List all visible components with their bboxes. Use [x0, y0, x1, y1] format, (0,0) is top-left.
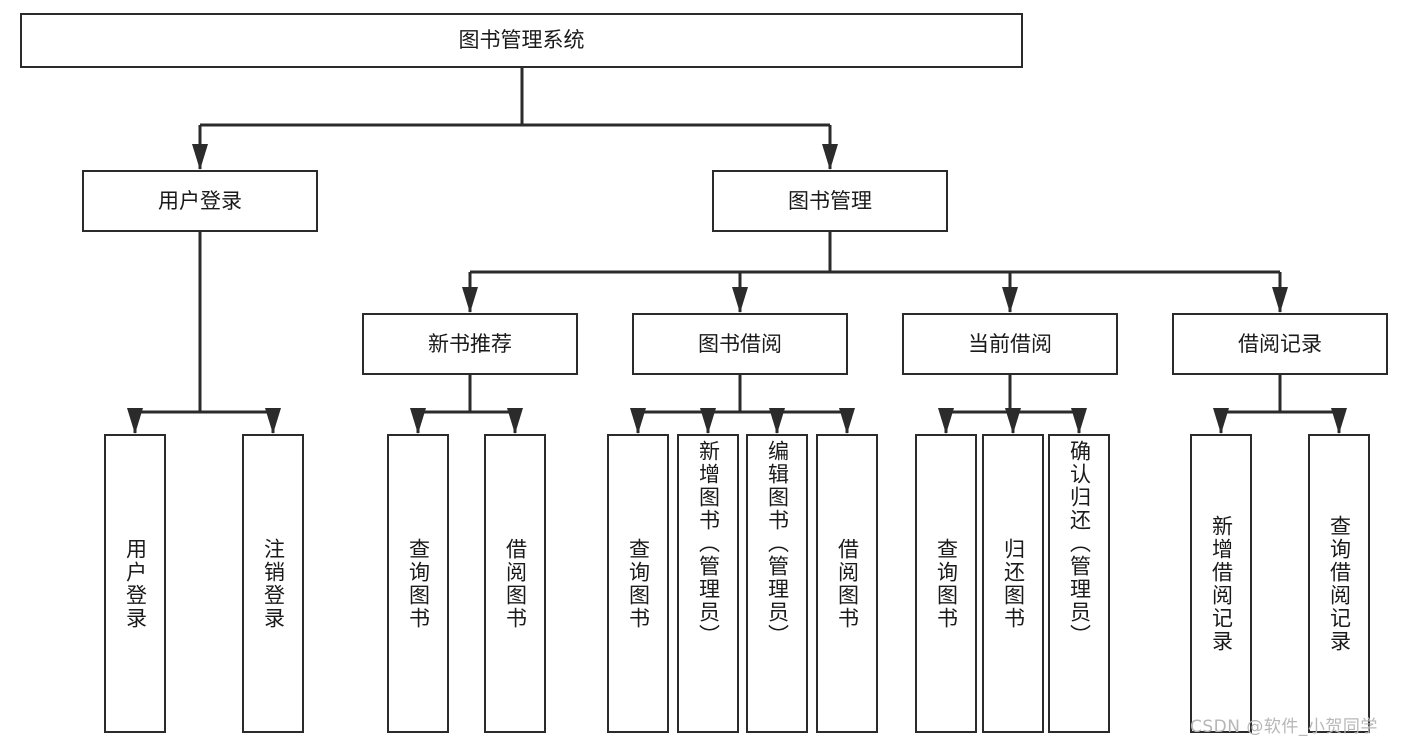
- node-leaf-rec-2: 查询借阅记录: [1308, 434, 1370, 733]
- node-records: 借阅记录: [1172, 313, 1388, 375]
- node-label-leaf-cur-2: 归还图书: [1001, 537, 1026, 630]
- node-label-leaf-login-2: 注销登录: [261, 537, 286, 630]
- arrow-head-icon: [127, 408, 143, 434]
- node-leaf-borrow-1: 查询图书: [607, 434, 669, 733]
- node-leaf-borrow-4: 借阅图书: [816, 434, 878, 733]
- arrow-head-icon: [1272, 287, 1288, 313]
- node-leaf-cur-3: 确认归还（管理员）: [1048, 434, 1110, 733]
- node-newbook: 新书推荐: [362, 313, 578, 375]
- arrow-head-icon: [938, 408, 954, 434]
- arrow-head-icon: [462, 287, 478, 313]
- arrow-head-icon: [630, 408, 646, 434]
- arrow-head-icon: [1002, 287, 1018, 313]
- arrow-head-icon: [1331, 408, 1347, 434]
- arrow-head-icon: [265, 408, 281, 434]
- node-label-leaf-cur-1: 查询图书: [934, 537, 959, 630]
- node-label-login: 用户登录: [158, 188, 242, 213]
- node-leaf-borrow-2: 新增图书（管理员）: [677, 434, 739, 733]
- node-label-leaf-new-1: 查询图书: [406, 537, 431, 630]
- node-label-leaf-borrow-2: 新增图书（管理员）: [696, 440, 721, 647]
- node-label-records: 借阅记录: [1238, 331, 1322, 356]
- arrow-head-icon: [822, 144, 838, 170]
- node-label-bookmgmt: 图书管理: [788, 188, 872, 213]
- node-label-leaf-borrow-1: 查询图书: [626, 537, 651, 630]
- arrow-head-icon: [700, 408, 716, 434]
- arrow-head-icon: [1213, 408, 1229, 434]
- node-leaf-login-2: 注销登录: [242, 434, 304, 733]
- arrow-head-icon: [1005, 408, 1021, 434]
- node-leaf-login-1: 用户登录: [104, 434, 166, 733]
- node-label-root: 图书管理系统: [458, 28, 585, 53]
- node-label-leaf-borrow-3: 编辑图书（管理员）: [765, 440, 790, 647]
- arrow-head-icon: [1071, 408, 1087, 434]
- arrow-head-icon: [192, 144, 208, 170]
- node-leaf-new-1: 查询图书: [387, 434, 449, 733]
- node-root: 图书管理系统: [20, 13, 1023, 68]
- arrow-head-icon: [410, 408, 426, 434]
- node-leaf-new-2: 借阅图书: [484, 434, 546, 733]
- node-bookmgmt: 图书管理: [712, 170, 948, 232]
- node-login: 用户登录: [82, 170, 318, 232]
- node-label-leaf-rec-1: 新增借阅记录: [1209, 514, 1234, 653]
- node-label-current: 当前借阅: [968, 331, 1052, 356]
- node-current: 当前借阅: [902, 313, 1118, 375]
- node-label-leaf-new-2: 借阅图书: [503, 537, 528, 630]
- node-leaf-rec-1: 新增借阅记录: [1190, 434, 1252, 733]
- node-label-leaf-borrow-4: 借阅图书: [835, 537, 860, 630]
- node-label-leaf-rec-2: 查询借阅记录: [1327, 514, 1352, 653]
- node-label-leaf-cur-3: 确认归还（管理员）: [1067, 440, 1092, 647]
- node-label-newbook: 新书推荐: [428, 331, 512, 356]
- arrow-head-icon: [769, 408, 785, 434]
- node-leaf-borrow-3: 编辑图书（管理员）: [746, 434, 808, 733]
- arrow-head-icon: [839, 408, 855, 434]
- node-borrow: 图书借阅: [632, 313, 848, 375]
- node-label-borrow: 图书借阅: [698, 331, 782, 356]
- node-leaf-cur-1: 查询图书: [915, 434, 977, 733]
- node-label-leaf-login-1: 用户登录: [123, 537, 148, 630]
- node-leaf-cur-2: 归还图书: [982, 434, 1044, 733]
- arrow-head-icon: [732, 287, 748, 313]
- arrow-head-icon: [507, 408, 523, 434]
